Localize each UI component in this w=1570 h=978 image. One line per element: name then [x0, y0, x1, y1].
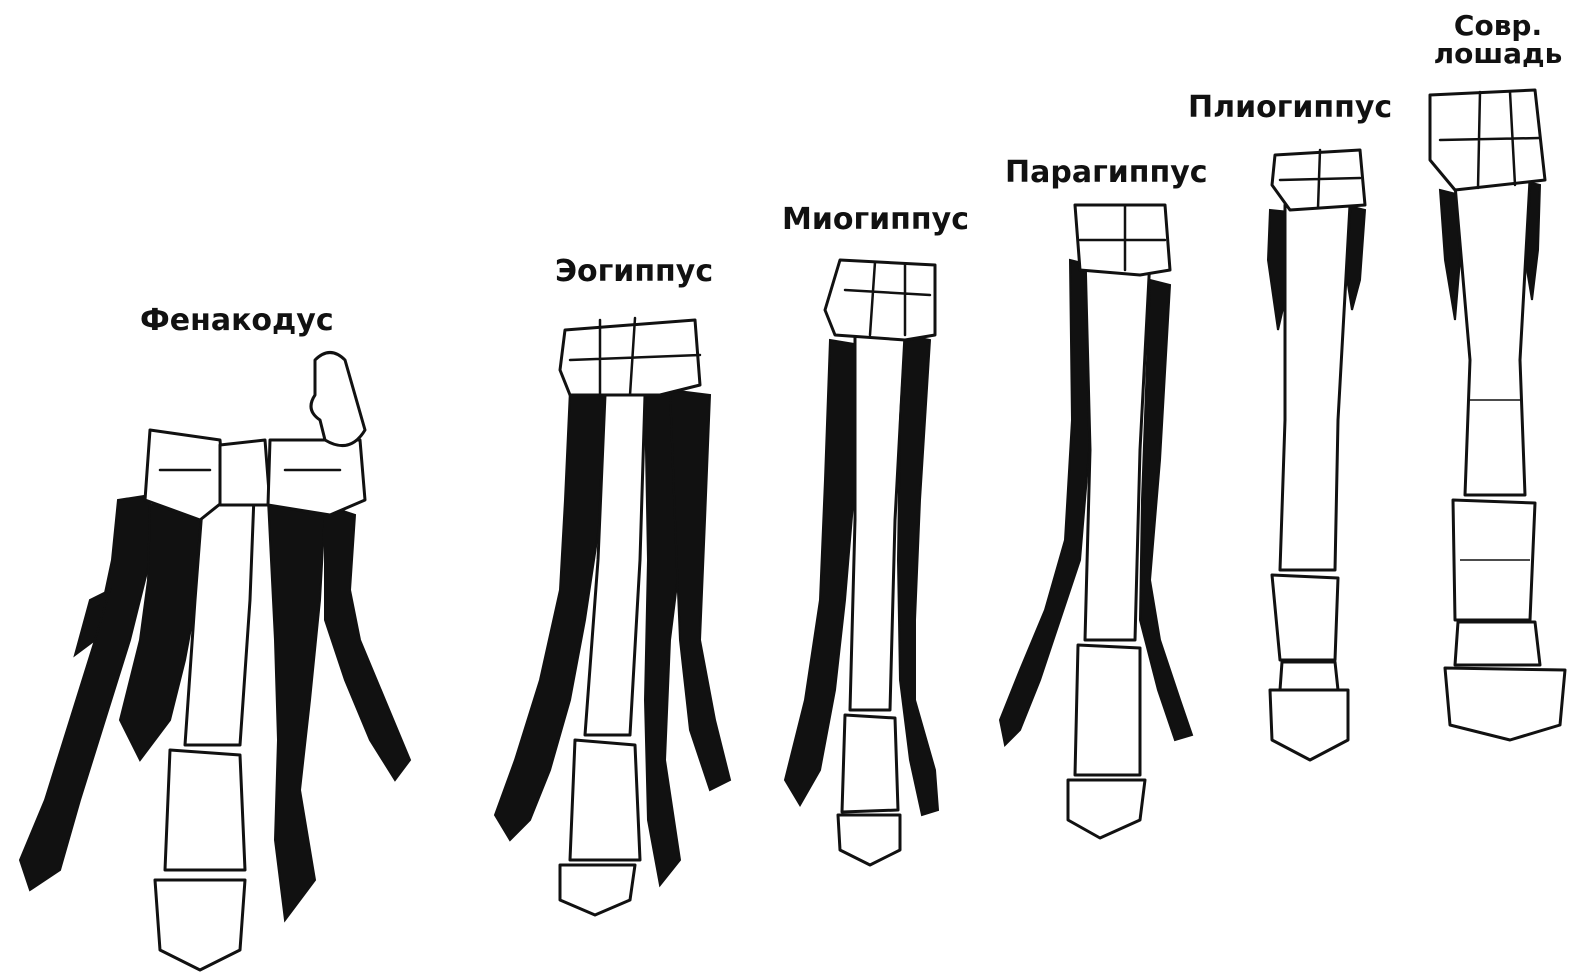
phenacodus-foot	[20, 353, 410, 971]
parahippus-digit-right	[1140, 280, 1192, 740]
phenacodus-pisiform	[311, 353, 365, 446]
phenacodus-main-hoof	[155, 880, 245, 970]
modern-horse-main-phalanx-2	[1455, 622, 1540, 665]
miohippus-main-hoof	[838, 815, 900, 865]
phenacodus-digit-4	[268, 500, 325, 920]
miohippus-main-phalanx-1	[842, 715, 898, 812]
modern-horse-main-hoof	[1445, 668, 1565, 740]
eohippus-main-phalanx-1	[570, 740, 640, 860]
pliohippus-foot	[1268, 150, 1365, 760]
pliohippus-main-phalanx-2	[1280, 662, 1338, 690]
miohippus-main-metacarpal	[850, 330, 905, 710]
phenacodus-carpal-right	[268, 440, 365, 515]
pliohippus-main-phalanx-1	[1272, 575, 1338, 660]
phenacodus-digit-5	[325, 505, 410, 780]
eohippus-digit-4	[670, 390, 730, 790]
pliohippus-main-hoof	[1270, 690, 1348, 760]
miohippus-carpals	[825, 260, 935, 340]
miohippus-digit-right	[898, 335, 938, 815]
phenacodus-main-phalanx-1	[165, 750, 245, 870]
phenacodus-carpal-mid	[220, 440, 270, 505]
parahippus-foot	[1000, 205, 1192, 838]
parahippus-main-hoof	[1068, 780, 1145, 838]
modern-horse-foot	[1430, 90, 1565, 740]
miohippus-foot	[785, 260, 938, 865]
parahippus-main-phalanx-1	[1075, 645, 1140, 775]
eohippus-main-hoof	[560, 865, 635, 915]
eohippus-foot	[495, 318, 730, 915]
pliohippus-main-metacarpal	[1280, 205, 1350, 570]
modern-horse-main-metacarpal	[1455, 180, 1530, 495]
